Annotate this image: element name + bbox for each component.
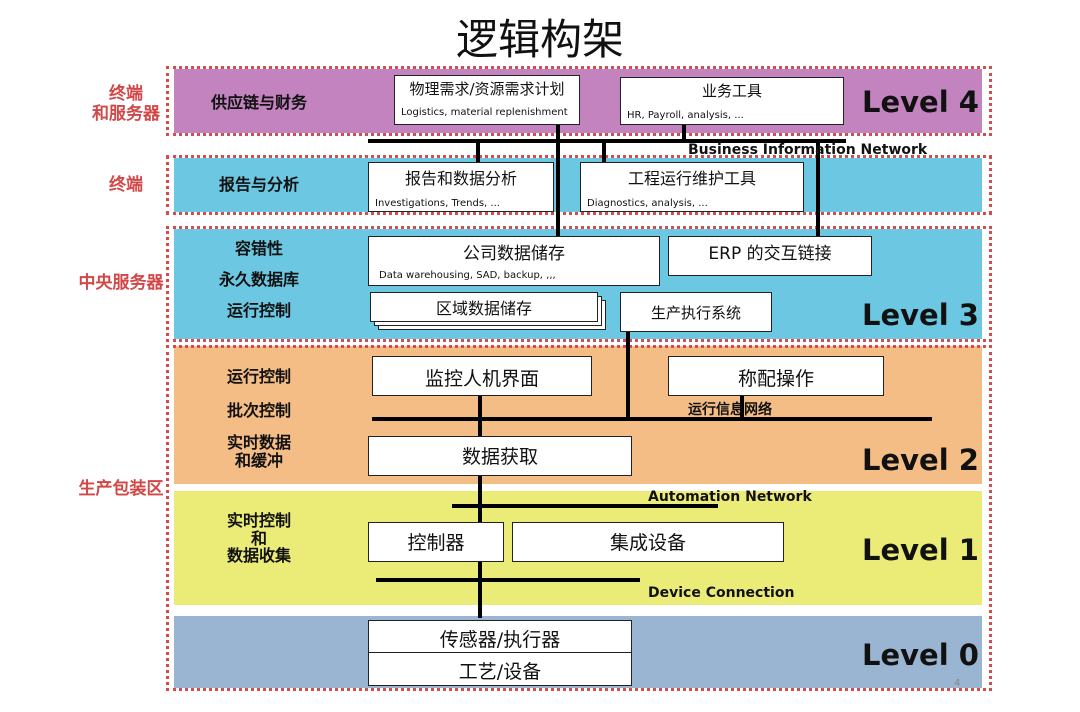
label-business-network: Business Information Network xyxy=(688,142,928,158)
drop-eng-tools xyxy=(602,141,606,164)
func-realtime-control: 实时控制和数据收集 xyxy=(226,511,291,566)
label-run-info-network: 运行信息网络 xyxy=(688,402,772,418)
func-run-control-3: 运行控制 xyxy=(226,301,291,320)
box-data-acq: 数据获取 xyxy=(368,436,632,476)
side-label-central-server: 中央服务器 xyxy=(78,273,164,293)
func-fault-tolerance: 容错性 xyxy=(234,239,283,258)
zone-terminal xyxy=(166,155,992,215)
box-material-plan: 物理需求/资源需求计划 Logistics, material replenis… xyxy=(394,75,580,125)
side-label-terminal: 终端 xyxy=(109,175,143,195)
box-weighing: 称配操作 xyxy=(668,356,884,396)
device-connection-line xyxy=(376,578,640,582)
box-eng-tools: 工程运行维护工具 Diagnostics, analysis, ... xyxy=(580,162,804,212)
box-controller: 控制器 xyxy=(368,522,504,562)
box-area-storage: 区域数据储存 xyxy=(370,292,598,322)
level-3-terminal-band xyxy=(174,158,982,212)
zone-production xyxy=(166,345,992,691)
label-automation-network: Automation Network xyxy=(648,489,812,505)
level-1-label: Level 1 xyxy=(862,533,979,567)
vertical-link-material-company xyxy=(556,124,560,240)
side-label-terminal-server: 终端和服务器 xyxy=(92,84,160,125)
business-network-line xyxy=(368,139,846,143)
drop-biz-tools xyxy=(682,124,686,142)
zone-central-server xyxy=(166,226,992,342)
func-realtime-data: 实时数据和缓冲 xyxy=(226,433,291,470)
box-company-storage: 公司数据储存 Data warehousing, SAD, backup, ,,… xyxy=(368,236,660,286)
box-process: 工艺/设备 xyxy=(368,652,632,686)
side-label-production: 生产包装区 xyxy=(78,479,164,499)
level-3-label: Level 3 xyxy=(862,298,979,332)
link-hmi-acq xyxy=(478,395,482,437)
zone-terminal-server xyxy=(166,66,992,136)
box-hmi: 监控人机界面 xyxy=(372,356,592,396)
box-biz-tools: 业务工具 HR, Payroll, analysis, ... xyxy=(620,77,844,125)
drop-report-data xyxy=(476,141,480,164)
page-number: 4 xyxy=(954,678,961,689)
automation-network-line xyxy=(452,504,718,508)
func-persistent-db: 永久数据库 xyxy=(218,270,299,289)
box-mes: 生产执行系统 xyxy=(620,292,772,332)
page-title: 逻辑构架 xyxy=(455,15,624,64)
run-info-network-line xyxy=(372,417,932,421)
link-mes-run-network xyxy=(626,332,630,420)
level-0-label: Level 0 xyxy=(862,638,979,672)
box-integrated: 集成设备 xyxy=(512,522,784,562)
label-device-connection: Device Connection xyxy=(648,585,795,601)
drop-erp-link xyxy=(816,141,820,238)
func-batch-control: 批次控制 xyxy=(226,401,291,420)
func-report-analysis: 报告与分析 xyxy=(218,175,299,194)
func-supply-finance: 供应链与财务 xyxy=(210,93,307,112)
box-erp-link: ERP 的交互链接 xyxy=(668,236,872,276)
box-report-data: 报告和数据分析 Investigations, Trends, ... xyxy=(368,162,554,212)
link-weighing-run-network xyxy=(740,395,744,419)
box-sensors: 传感器/执行器 xyxy=(368,620,632,654)
level-4-label: Level 4 xyxy=(862,85,979,119)
func-run-control-2: 运行控制 xyxy=(226,367,291,386)
level-2-label: Level 2 xyxy=(862,443,979,477)
